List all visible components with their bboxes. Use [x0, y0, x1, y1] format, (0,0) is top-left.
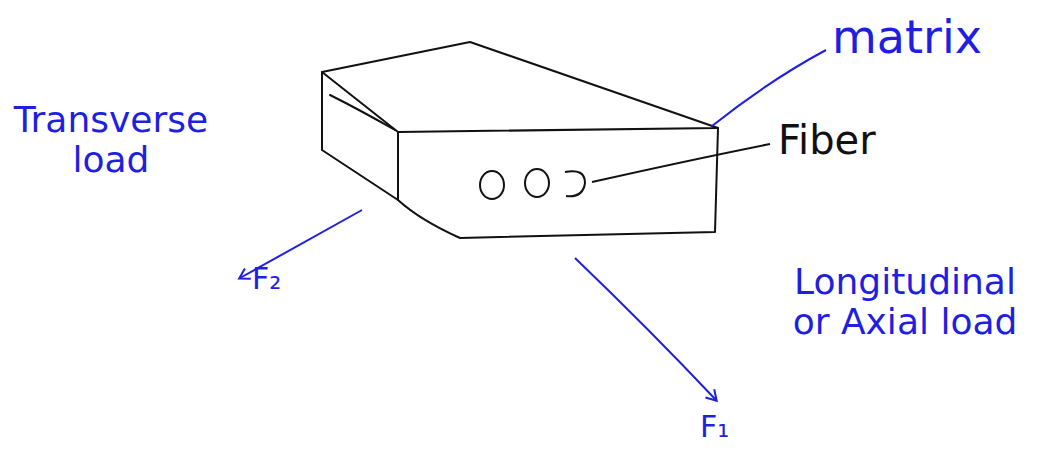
load-label: Longitudinal or Axial load	[780, 262, 1030, 341]
axial-arrow	[575, 258, 716, 400]
block-outline	[322, 42, 718, 238]
force-symbol: F₁	[700, 410, 729, 443]
matrix-label: matrix	[832, 12, 982, 63]
fiber-ends	[480, 169, 585, 199]
fiber-label: Fiber	[778, 118, 876, 162]
force-symbol: F₂	[252, 262, 281, 295]
fiber-leader	[592, 144, 770, 182]
load-label: Transverse load	[6, 100, 216, 179]
matrix-leader	[712, 50, 826, 126]
